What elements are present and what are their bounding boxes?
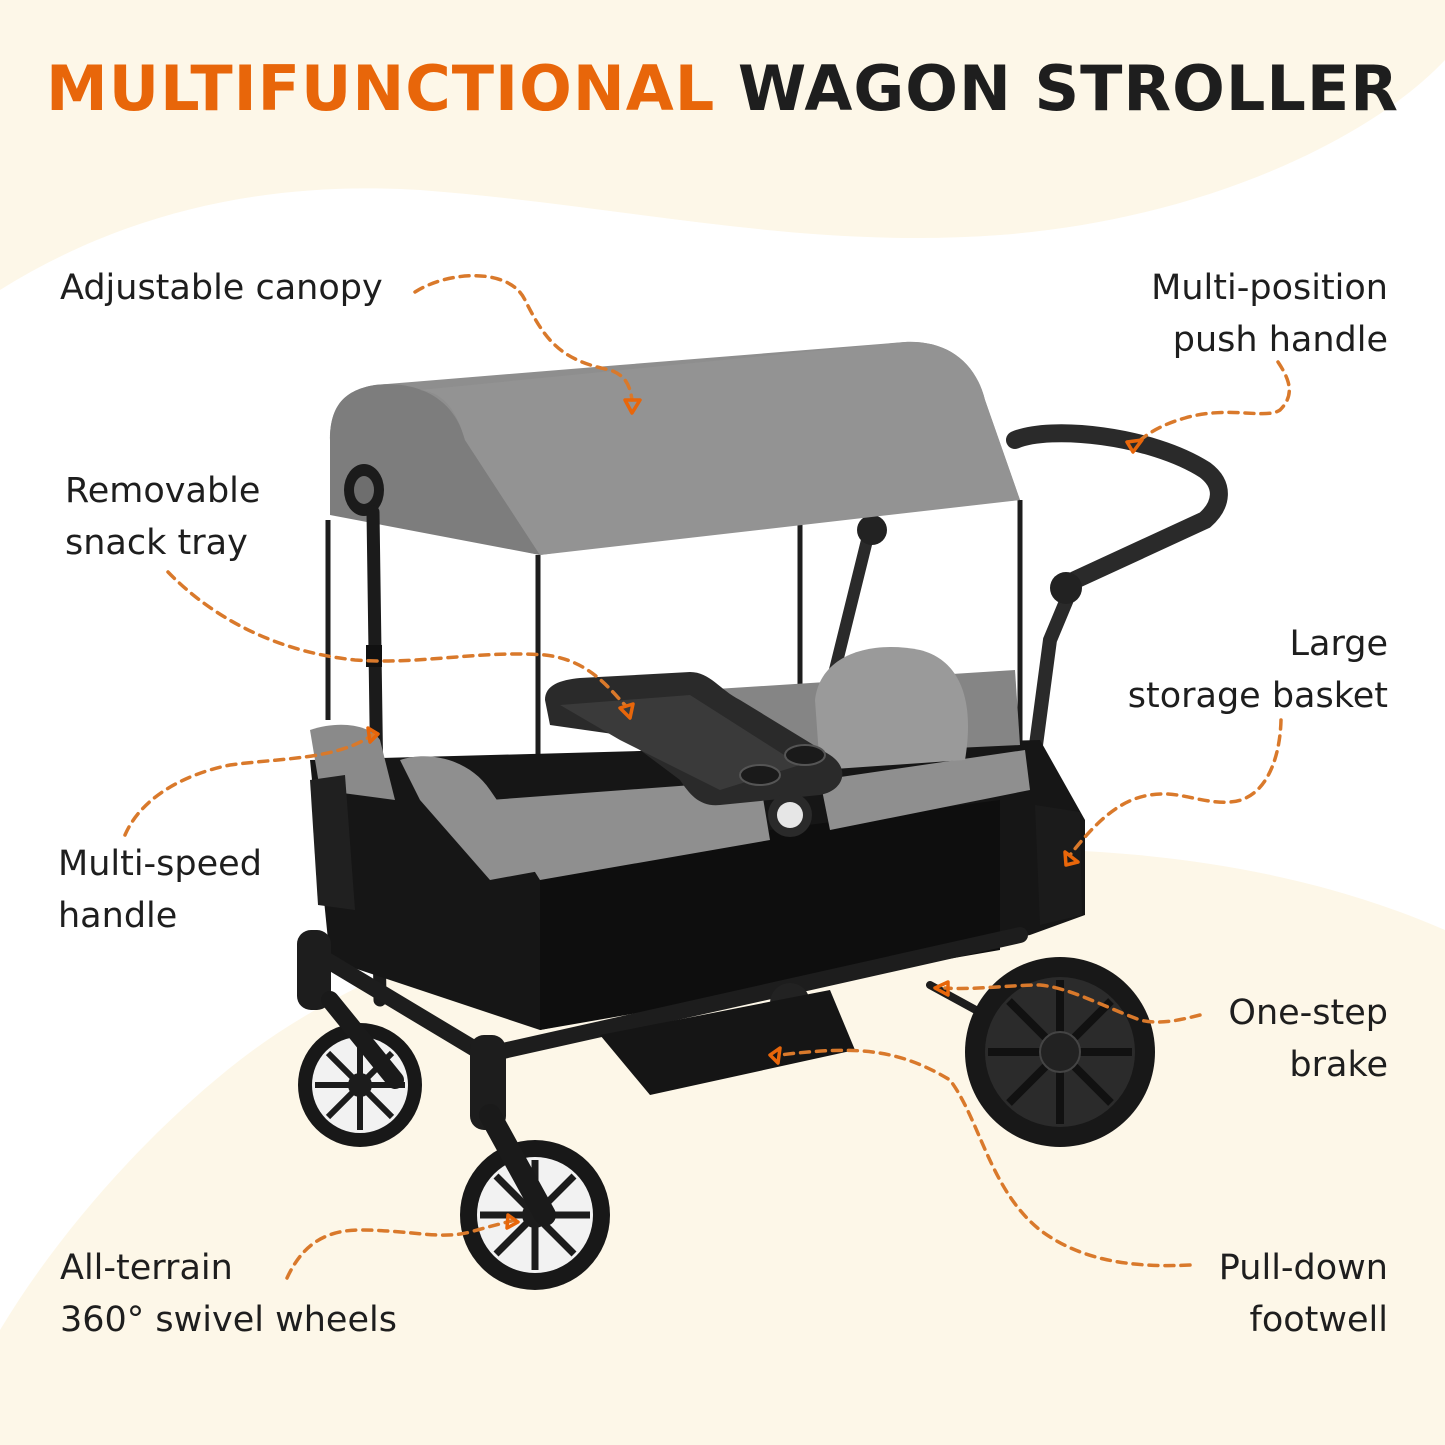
label-line: brake xyxy=(1289,1045,1388,1085)
label-line: Multi-position xyxy=(1151,268,1388,308)
label-line: 360° swivel wheels xyxy=(60,1300,397,1340)
label-push-handle: Multi-position push handle xyxy=(1151,262,1388,366)
label-snack-tray: Removable snack tray xyxy=(65,465,260,569)
label-swivel-wheels: All-terrain 360° swivel wheels xyxy=(60,1242,397,1346)
label-line: Pull-down xyxy=(1218,1248,1388,1288)
label-line: One-step xyxy=(1228,993,1388,1033)
rear-wheel xyxy=(965,957,1155,1147)
label-footwell: Pull-down footwell xyxy=(1219,1242,1388,1346)
label-line: push handle xyxy=(1172,320,1388,360)
title-accent: MULTIFUNCTIONAL xyxy=(46,52,716,125)
page-title: MULTIFUNCTIONAL WAGON STROLLER xyxy=(0,52,1445,125)
label-line: Large xyxy=(1289,624,1388,664)
label-multi-speed-handle: Multi-speed handle xyxy=(58,838,262,942)
label-line: handle xyxy=(58,896,178,936)
label-line: snack tray xyxy=(65,523,248,563)
label-line: storage basket xyxy=(1127,676,1388,716)
label-line: Removable xyxy=(65,471,261,511)
label-line: footwell xyxy=(1249,1300,1388,1340)
label-line: Adjustable canopy xyxy=(60,268,383,308)
title-rest: WAGON STROLLER xyxy=(737,52,1399,125)
front-right-wheel xyxy=(460,1104,610,1290)
label-line: Multi-speed xyxy=(58,844,262,884)
footwell xyxy=(600,990,855,1095)
canopy xyxy=(330,341,1020,555)
front-left-wheel xyxy=(298,991,422,1147)
label-storage-basket: Large storage basket xyxy=(1128,618,1388,722)
push-handle xyxy=(824,424,1228,797)
label-line: All-terrain xyxy=(60,1248,233,1288)
label-adjustable-canopy: Adjustable canopy xyxy=(60,262,383,314)
wagon-body xyxy=(310,647,1085,1030)
chassis xyxy=(297,927,1044,1130)
label-brake: One-step brake xyxy=(1228,987,1388,1091)
